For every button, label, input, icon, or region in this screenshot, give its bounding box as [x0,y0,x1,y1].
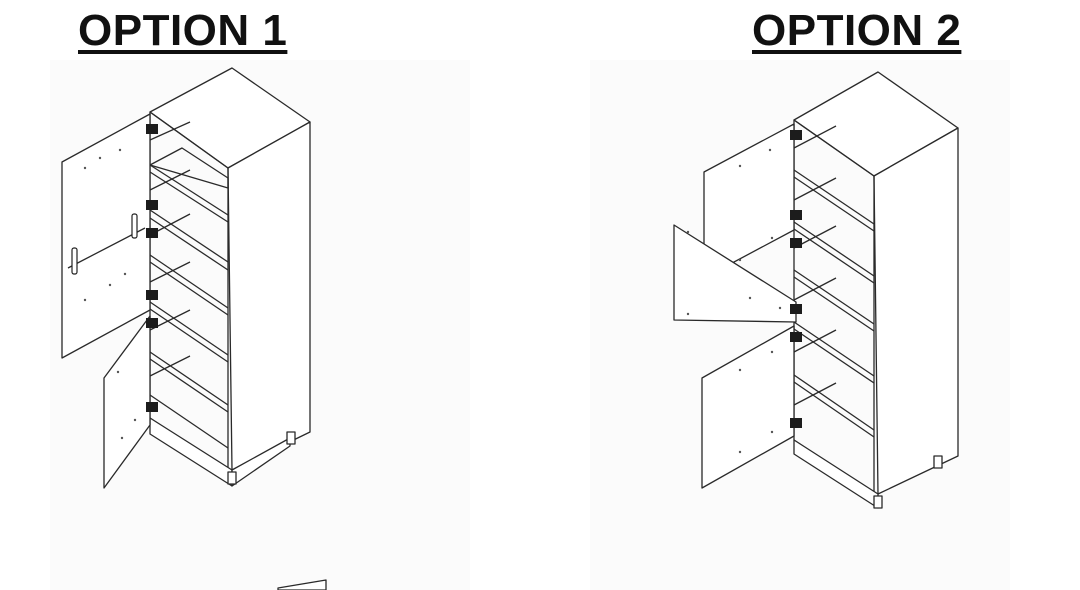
door-dot [686,230,690,234]
shelf-back-edge [149,169,191,191]
cabinet-foot [933,455,943,469]
hinge-icon [146,200,158,210]
cabinet-foot [227,471,237,485]
middle-door-panel [673,224,797,323]
shelf [149,301,229,356]
shelf-back-edge [149,355,191,377]
upper-door [703,123,795,279]
cabinet-right-side [873,127,959,495]
shelf [149,308,229,363]
shelf [793,169,875,225]
cabinet-shelves [793,125,875,438]
shelf [149,217,229,271]
shelf [793,269,875,325]
door-dot [133,418,137,422]
hinge-icon [146,228,158,238]
cabinet-foot [873,495,883,509]
hinge-icon [790,130,802,140]
hinge-icon [146,402,158,412]
hinge-icon [146,124,158,134]
cabinet-body [793,71,959,509]
door-dot [768,148,772,152]
option-2-cabinet-drawing [590,60,1010,590]
shelf-back-edge [793,125,837,149]
hinge-icon [790,332,802,342]
door-dot [738,258,742,262]
door-dot [108,283,112,287]
option-1-panel: OPTION 1 [61,6,327,590]
hinges [146,124,158,412]
hinge-icon [790,418,802,428]
shelf-back-edge [149,121,191,141]
cabinet-body [149,67,311,487]
door-dot [686,312,690,316]
lower-door [103,315,151,489]
shelf [149,261,229,316]
door-dot [770,236,774,240]
shelf [793,176,875,232]
door-dot [118,148,122,152]
door-dot [748,296,752,300]
upper-door-panel [703,123,795,279]
shelf [149,254,229,309]
hinge-icon [790,238,802,248]
hinges [790,130,802,428]
shelf-back-edge [793,329,837,353]
hinge-icon [790,304,802,314]
option-1-title: OPTION 1 [78,6,288,55]
shelf [793,381,875,438]
door-dot [83,298,87,302]
shelf [149,171,229,223]
door-handle [131,213,138,239]
shelf [149,394,229,449]
shelf [149,358,229,413]
door-dot [98,156,102,160]
shelf [793,374,875,431]
door-dot [738,164,742,168]
shelf [793,328,875,384]
shelf [149,164,229,216]
lower-door-panel [103,315,151,489]
shelf [149,209,229,263]
option-1-cabinet-drawing [61,67,327,590]
shelf [793,321,875,377]
upper-door [61,113,151,359]
upper-door-panel [61,113,151,359]
lower-door [701,325,795,489]
middle-door [673,224,797,323]
door-dot [778,306,782,310]
shelf [149,147,229,189]
door-dot [738,368,742,372]
shelf-back-edge [793,177,837,201]
cabinet-shelves [149,121,229,449]
door-dot [770,430,774,434]
door-dot [116,370,120,374]
door-dot [738,450,742,454]
cabinet-right-side [227,121,311,471]
hinge-icon [146,290,158,300]
shelf-back-edge [793,277,837,301]
door-dot [123,272,127,276]
shelf [793,228,875,284]
door-dot [83,166,87,170]
option-2-panel: OPTION 2 [540,0,1080,590]
shelf [793,221,875,277]
lower-door-panel [701,325,795,489]
partial-panel [277,579,327,590]
option-2-title: OPTION 2 [752,6,962,55]
hinge-icon [790,210,802,220]
door-handle [71,247,78,275]
cabinet-foot [286,431,296,445]
shelf [149,351,229,406]
door-dot [770,350,774,354]
shelf-back-edge [149,261,191,283]
shelf [793,276,875,332]
hinge-icon [146,318,158,328]
door-dot [120,436,124,440]
shelf-back-edge [793,382,837,406]
